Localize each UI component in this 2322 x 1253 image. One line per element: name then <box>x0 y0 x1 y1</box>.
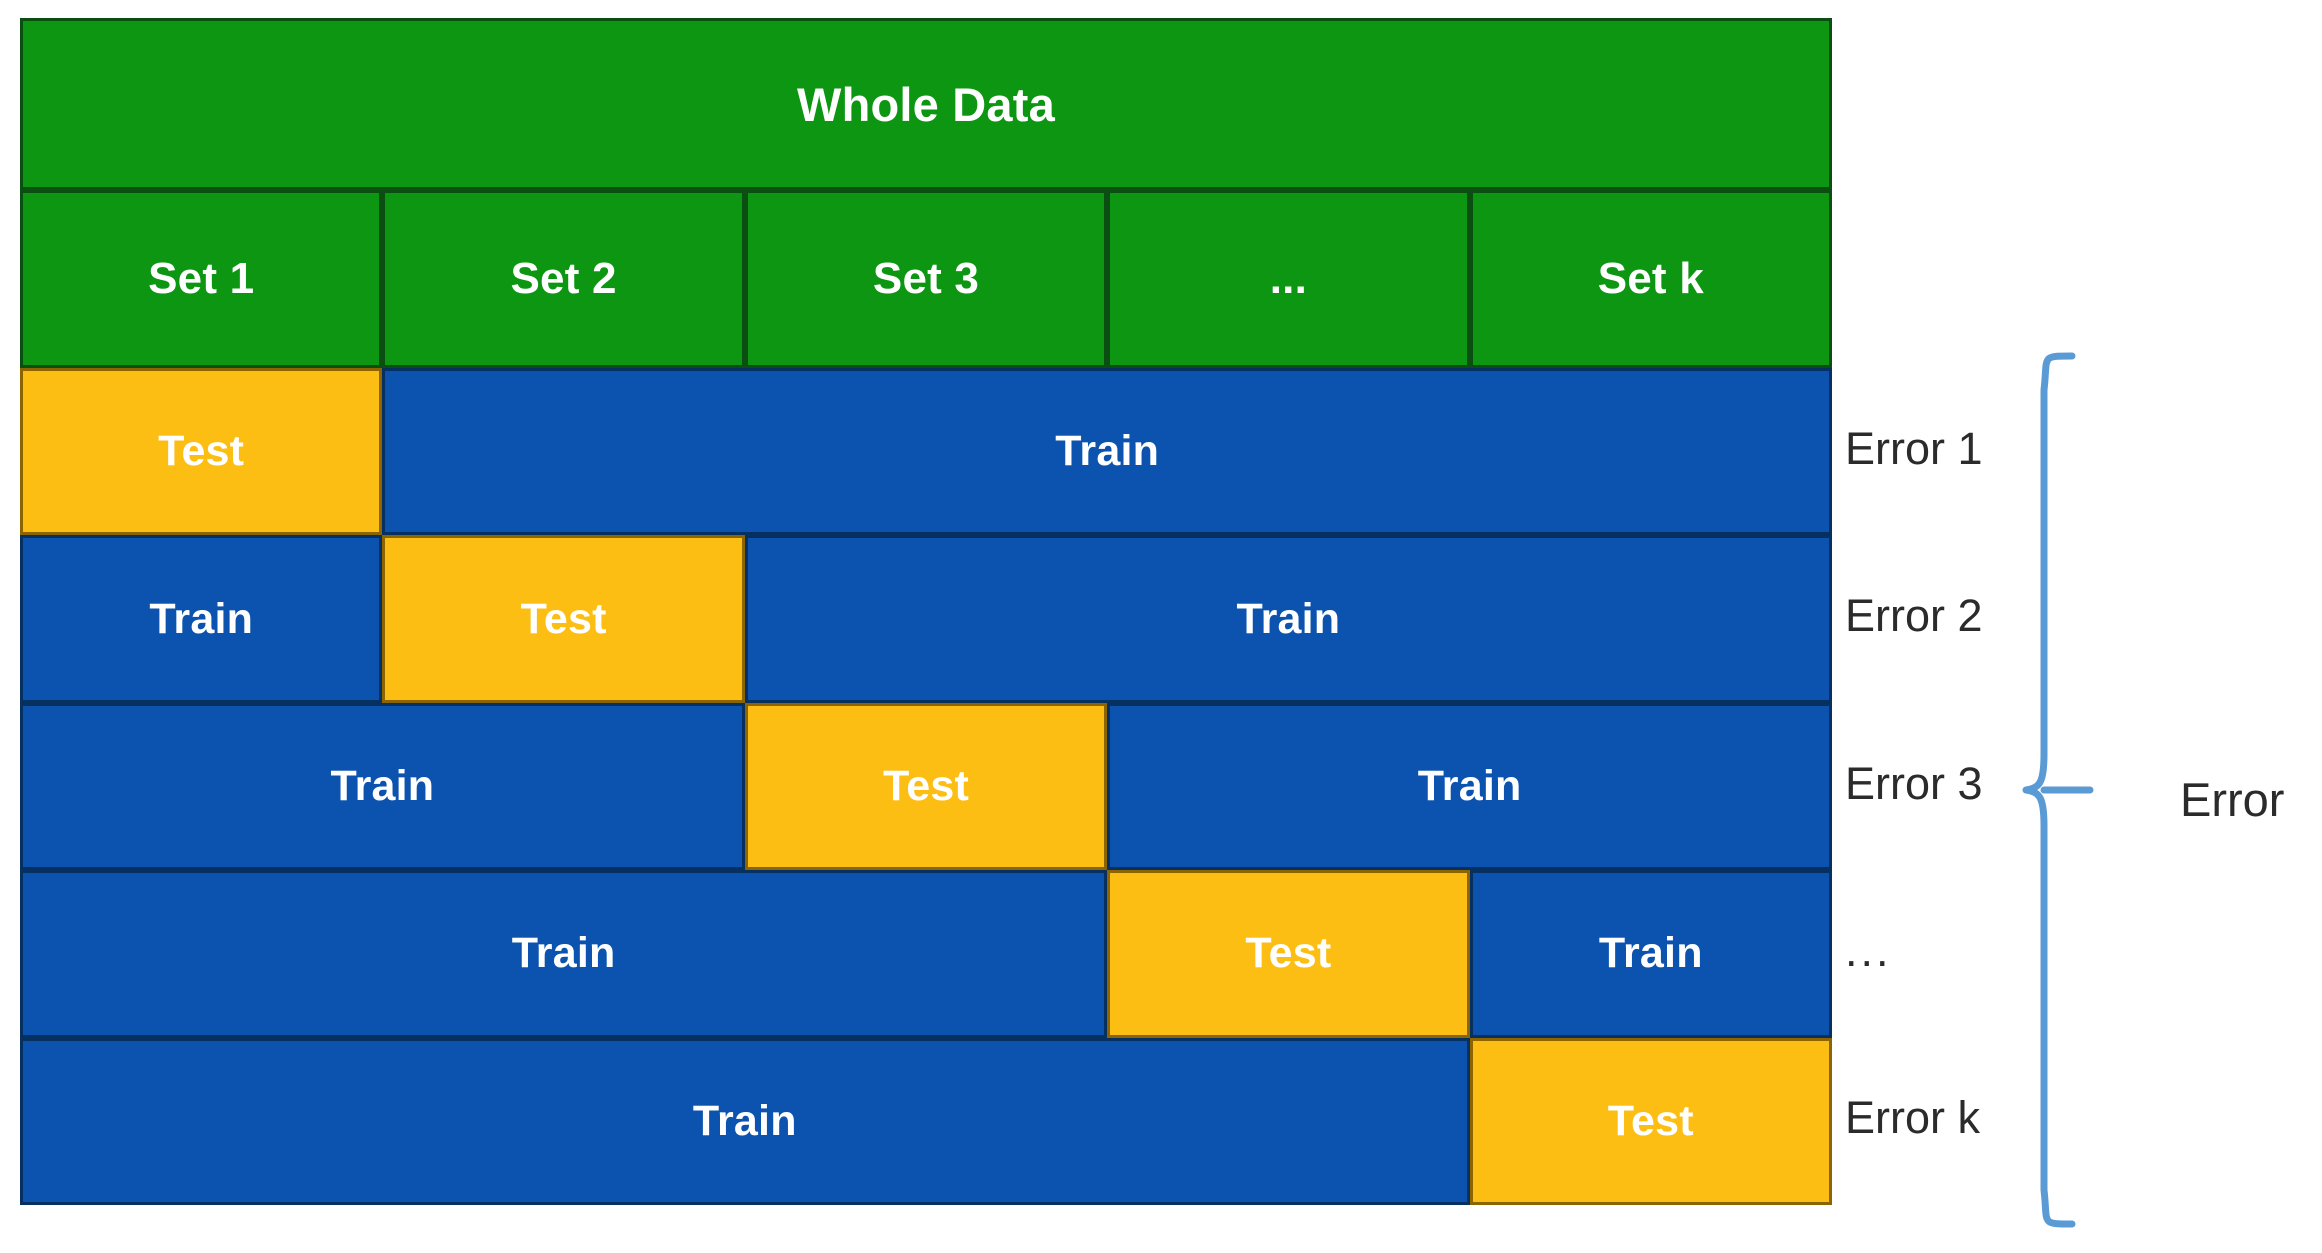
fold-segment-label: Test <box>158 427 245 476</box>
fold-segment-label: Train <box>1236 594 1341 643</box>
fold-2-train-block: Train <box>744 535 1832 703</box>
fold-segment-label: Test <box>1607 1096 1694 1145</box>
whole-data-banner: Whole Data <box>20 18 1832 190</box>
fold-segment-label: Train <box>1598 929 1703 978</box>
fold-5-test-block: Test <box>1469 1037 1832 1205</box>
set-cell-label: Set 2 <box>510 254 617 303</box>
fold-1-test-block: Test <box>20 368 383 536</box>
error-label-fold-1: Error 1 <box>1845 423 1983 475</box>
error-label-fold-2: Error 2 <box>1845 590 1983 642</box>
aggregate-error-text: Error <box>2180 773 2285 826</box>
whole-data-label: Whole Data <box>797 77 1055 131</box>
fold-2-train-block: Train <box>20 535 383 703</box>
error-label-fold-4: ... <box>1845 925 1892 977</box>
set-cell-3: Set 3 <box>744 190 1108 368</box>
fold-segment-label: Train <box>1055 427 1160 476</box>
aggregate-error-label: Error <box>2180 772 2284 827</box>
error-brace-icon <box>2022 352 2094 1228</box>
fold-segment-label: Train <box>1417 761 1522 810</box>
set-cell-5: Set k <box>1469 190 1832 368</box>
set-cell-label: Set k <box>1597 254 1704 303</box>
error-label-fold-3: Error 3 <box>1845 758 1983 810</box>
fold-segment-label: Train <box>330 761 435 810</box>
fold-segment-label: Test <box>520 594 607 643</box>
error-label-text: ... <box>1845 924 1892 976</box>
fold-3-test-block: Test <box>744 702 1108 871</box>
fold-5-train-block: Train <box>20 1037 1470 1205</box>
error-label-text: Error 2 <box>1845 590 1983 642</box>
fold-segment-label: Test <box>882 761 969 810</box>
set-cell-2: Set 2 <box>382 190 745 368</box>
fold-segment-label: Train <box>511 929 616 978</box>
set-cell-label: Set 3 <box>872 254 980 303</box>
set-cell-4: ... <box>1107 190 1470 368</box>
fold-4-train-block: Train <box>1469 870 1832 1038</box>
error-label-text: Error 1 <box>1845 422 1983 474</box>
set-cell-label: Set 1 <box>148 254 255 303</box>
set-cell-label: ... <box>1269 254 1308 303</box>
error-label-fold-5: Error k <box>1845 1092 1980 1144</box>
error-label-text: Error 3 <box>1845 757 1983 809</box>
fold-3-train-block: Train <box>1107 702 1832 871</box>
fold-2-test-block: Test <box>382 535 745 703</box>
fold-4-train-block: Train <box>20 870 1108 1038</box>
error-label-text: Error k <box>1845 1092 1980 1144</box>
fold-segment-label: Train <box>692 1096 797 1145</box>
set-cell-1: Set 1 <box>20 190 383 368</box>
fold-4-test-block: Test <box>1107 870 1470 1038</box>
fold-1-train-block: Train <box>382 368 1832 536</box>
fold-3-train-block: Train <box>20 702 745 871</box>
fold-segment-label: Train <box>149 594 254 643</box>
fold-segment-label: Test <box>1245 929 1332 978</box>
